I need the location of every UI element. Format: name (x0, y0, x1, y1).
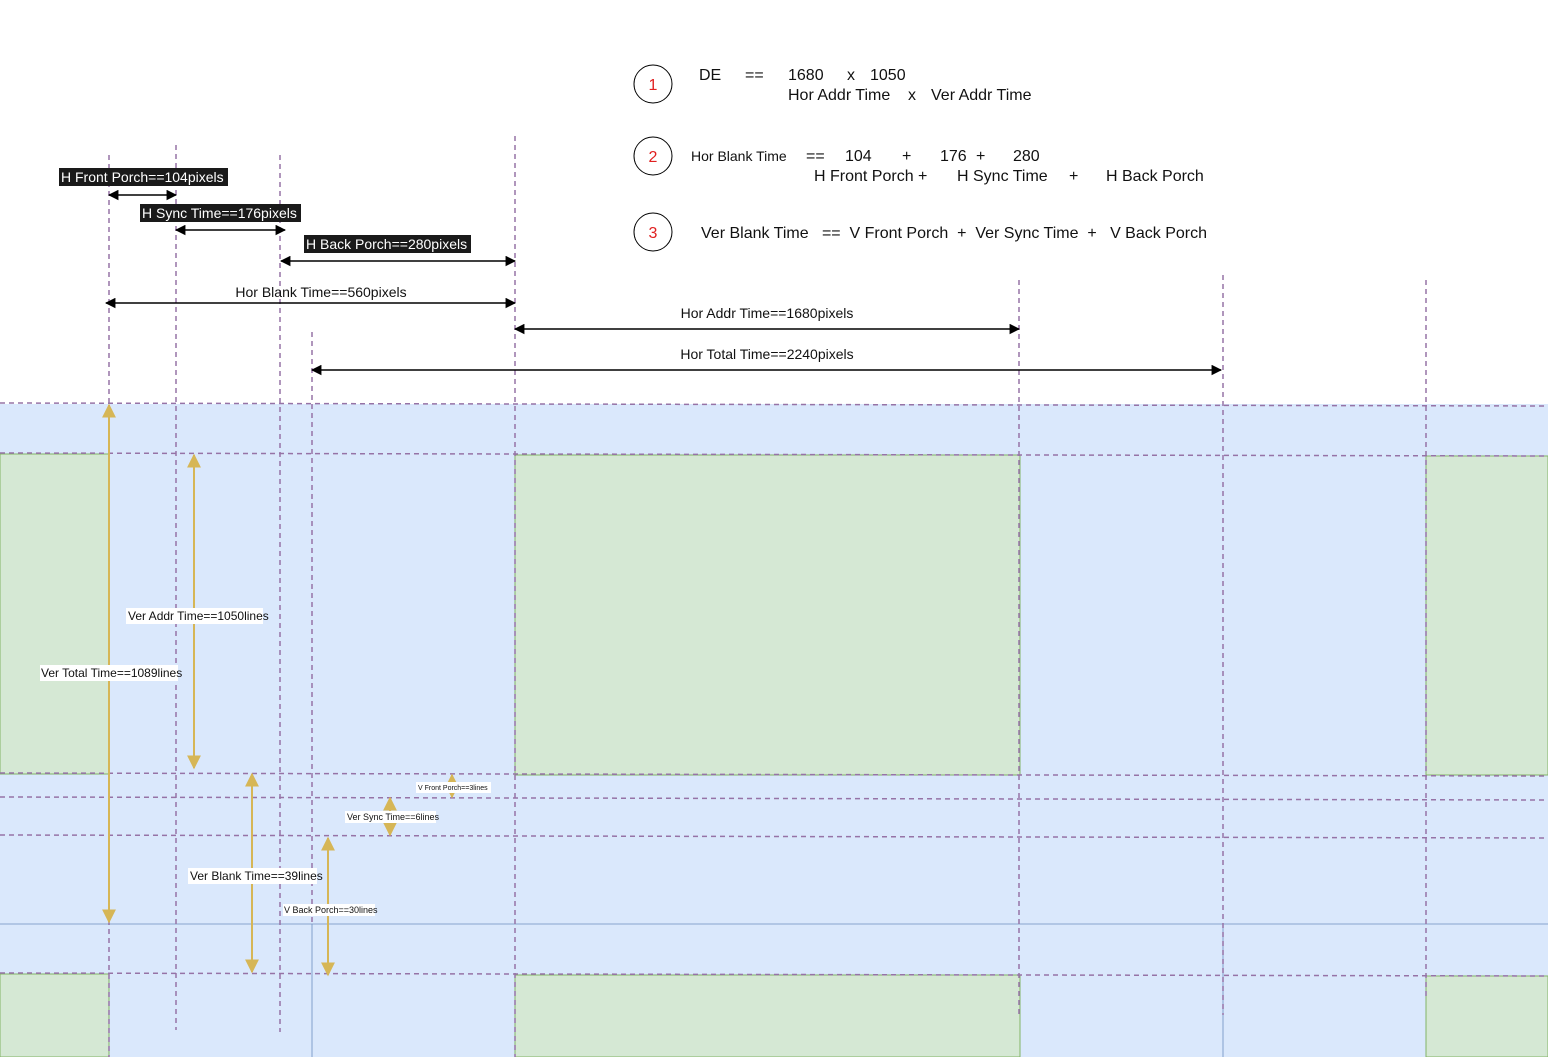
equation-1: 1 DE == 1680 x 1050 Hor Addr Time x Ver … (633, 64, 1032, 104)
hor-addr-time-label: Hor Addr Time==1680pixels (681, 305, 854, 321)
h-back-porch-label: H Back Porch==280pixels (306, 236, 467, 252)
active-region-center-top (514, 454, 1021, 776)
label-highlight (140, 204, 301, 222)
equation-operator: + (1069, 168, 1078, 185)
guide-horizontal (0, 402, 1548, 407)
equation-operator: == (806, 148, 825, 165)
h-front-porch-label: H Front Porch==104pixels (61, 169, 224, 185)
equation-operator: x (908, 87, 916, 104)
label-background (283, 904, 375, 916)
active-region-center-bottom (514, 974, 1021, 1057)
equation-number-badge (633, 64, 673, 104)
guide-horizontal (0, 972, 1548, 977)
equation-value: 176 (940, 148, 967, 165)
label-highlight (304, 235, 471, 253)
v-back-porch-label: V Back Porch==30lines (284, 905, 378, 915)
v-front-porch-label: V Front Porch==3lines (418, 785, 488, 792)
label-highlight (59, 168, 228, 186)
label-background (345, 811, 436, 823)
equation-operator: + (902, 148, 911, 165)
label-background (40, 665, 178, 681)
hor-blank-time-label: Hor Blank Time==560pixels (235, 284, 406, 300)
guide-horizontal (0, 796, 1548, 801)
equation-term: Ver Addr Time (931, 87, 1032, 104)
equation-term: Hor Addr Time (788, 87, 890, 104)
active-region-left-top (0, 453, 110, 775)
horizontal-timing: H Front Porch==104pixels H Sync Time==17… (59, 168, 1223, 376)
guide-horizontal (0, 834, 1548, 839)
equation-term: H Front Porch + (814, 168, 927, 185)
label-background (188, 868, 317, 884)
vertical-timing: Ver Total Time==1089lines Ver Addr Time=… (40, 403, 491, 977)
label-background (416, 782, 491, 793)
ver-addr-time-label: Ver Addr Time==1050lines (128, 609, 269, 623)
equation-lhs: DE (699, 67, 721, 84)
ver-blank-time-label: Ver Blank Time==39lines (190, 869, 323, 883)
equation-operator: == (745, 67, 764, 84)
ver-sync-time-label: Ver Sync Time==6lines (347, 812, 440, 822)
guide-horizontal (0, 452, 1548, 457)
h-sync-time-label: H Sync Time==176pixels (142, 205, 297, 221)
equation-value: 1680 (788, 67, 824, 84)
active-region-left-bottom (0, 973, 110, 1057)
equation-text: Ver Blank Time == V Front Porch + Ver Sy… (701, 225, 1207, 242)
guide-horizontal (0, 772, 1548, 777)
ver-total-time-label: Ver Total Time==1089lines (41, 666, 182, 680)
hor-total-time-label: Hor Total Time==2240pixels (680, 346, 853, 362)
equation-number-badge (633, 212, 673, 252)
equation-lhs: Hor Blank Time (691, 148, 787, 164)
equation-value: 1050 (870, 67, 906, 84)
equation-number-badge (633, 136, 673, 176)
equation-operator: + (976, 148, 985, 165)
guide-lines (0, 136, 1548, 1057)
equation-number: 2 (649, 149, 658, 166)
equation-operator: x (847, 67, 855, 84)
active-region-right-top (1425, 455, 1548, 776)
timing-regions (0, 404, 1548, 1057)
active-region-right-bottom (1425, 975, 1548, 1057)
equation-term: H Back Porch (1106, 168, 1204, 185)
label-background (126, 608, 263, 624)
equation-value: 280 (1013, 148, 1040, 165)
equation-value: 104 (845, 148, 872, 165)
equation-number: 3 (649, 225, 658, 242)
equation-term: H Sync Time (957, 168, 1048, 185)
equation-3: 3 Ver Blank Time == V Front Porch + Ver … (633, 212, 1207, 252)
equation-number: 1 (649, 77, 658, 94)
equation-2: 2 Hor Blank Time == 104 + 176 + 280 H Fr… (633, 136, 1204, 185)
